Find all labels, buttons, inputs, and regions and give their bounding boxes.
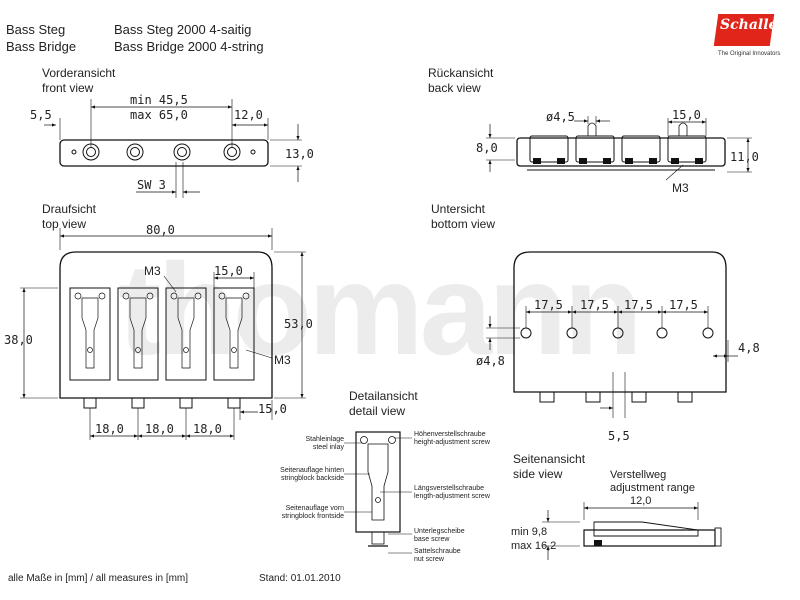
back-dim-width: 15,0 — [672, 108, 701, 122]
footer-measures: alle Maße in [mm] / all measures in [mm] — [8, 573, 189, 584]
top-screw-heads — [83, 397, 241, 409]
top-dim-overall: 80,0 — [146, 223, 175, 237]
top-view-title-de: Draufsicht — [42, 202, 97, 216]
top-dim-spacing-2: 18,0 — [145, 422, 174, 436]
bottom-dim-right: 4,8 — [738, 341, 760, 355]
side-view-title-en: side view — [513, 467, 563, 481]
title-en: Bass Bridge — [6, 39, 77, 54]
top-view-drawing — [20, 228, 306, 440]
bottom-view-title-en: bottom view — [431, 217, 496, 231]
back-view-title-de: Rückansicht — [428, 66, 494, 80]
top-dim-m3-side: M3 — [274, 353, 291, 367]
title-de: Bass Steg — [6, 22, 66, 37]
bottom-screw-heads — [539, 391, 693, 403]
bottom-dim-spacing-1: 17,5 — [534, 298, 563, 312]
side-dim-min: min 9,8 — [511, 526, 548, 538]
bottom-dim-spacing-3: 17,5 — [624, 298, 653, 312]
top-dim-spacing-1: 18,0 — [95, 422, 124, 436]
front-dim-max: max 65,0 — [130, 108, 188, 122]
top-dim-m3-top: M3 — [144, 264, 161, 278]
detail-view-title-de: Detailansicht — [349, 389, 418, 403]
back-dim-right: 11,0 — [730, 150, 759, 164]
bottom-dim-spacing-4: 17,5 — [669, 298, 698, 312]
side-dim-max: max 16,2 — [511, 540, 557, 552]
back-dim-thread: M3 — [672, 181, 689, 195]
side-view-drawing — [542, 502, 722, 560]
front-dim-height: 13,0 — [285, 147, 314, 161]
front-dim-min: min 45,5 — [130, 93, 188, 107]
front-saddle-holes — [71, 143, 256, 161]
top-dim-pitch: 15,0 — [214, 264, 243, 278]
top-saddles — [69, 287, 255, 381]
detail-callout-lines — [344, 437, 412, 554]
back-steel-inlays — [533, 158, 703, 164]
top-dim-right: 53,0 — [284, 317, 313, 331]
watermark: thomann — [118, 236, 643, 382]
side-range-en: adjustment range — [610, 482, 695, 494]
front-dim-sw: SW 3 — [137, 178, 166, 192]
front-view-drawing — [44, 99, 302, 198]
bottom-view-title-de: Untersicht — [431, 202, 486, 216]
bottom-holes — [520, 327, 714, 339]
top-dim-spacing-3: 18,0 — [193, 422, 222, 436]
top-dim-left: 38,0 — [4, 333, 33, 347]
bottom-dim-spacing-2: 17,5 — [580, 298, 609, 312]
top-saddle-details — [74, 292, 250, 369]
detail-view-drawing — [344, 431, 412, 554]
bottom-dim-bottom: 5,5 — [608, 429, 630, 443]
front-view-title-en: front view — [42, 81, 94, 95]
back-dim-dia: ø4,5 — [546, 110, 575, 124]
logo-tagline: The Original Innovators — [718, 51, 781, 57]
top-dim-bottom-right: 15,0 — [258, 402, 287, 416]
bottom-view-drawing — [486, 251, 738, 418]
top-view-title-en: top view — [42, 217, 87, 231]
model-en: Bass Bridge 2000 4-string — [114, 39, 264, 54]
detail-view-title-en: detail view — [349, 404, 406, 418]
bottom-dim-dia: ø4,8 — [476, 354, 505, 368]
back-view-title-en: back view — [428, 81, 481, 95]
front-view-title-de: Vorderansicht — [42, 66, 116, 80]
front-dim-left: 5,5 — [30, 108, 52, 122]
front-dim-right: 12,0 — [234, 108, 263, 122]
footer-date: Stand: 01.01.2010 — [259, 573, 341, 584]
side-dim-range: 12,0 — [630, 495, 652, 507]
side-view-title-de: Seitenansicht — [513, 452, 586, 466]
back-saddles — [529, 122, 707, 163]
model-de: Bass Steg 2000 4-saitig — [114, 22, 252, 37]
logo-brand: Schaller — [720, 17, 785, 33]
back-dim-left: 8,0 — [476, 141, 498, 155]
back-view-drawing — [486, 116, 752, 181]
side-range-de: Verstellweg — [610, 469, 667, 481]
